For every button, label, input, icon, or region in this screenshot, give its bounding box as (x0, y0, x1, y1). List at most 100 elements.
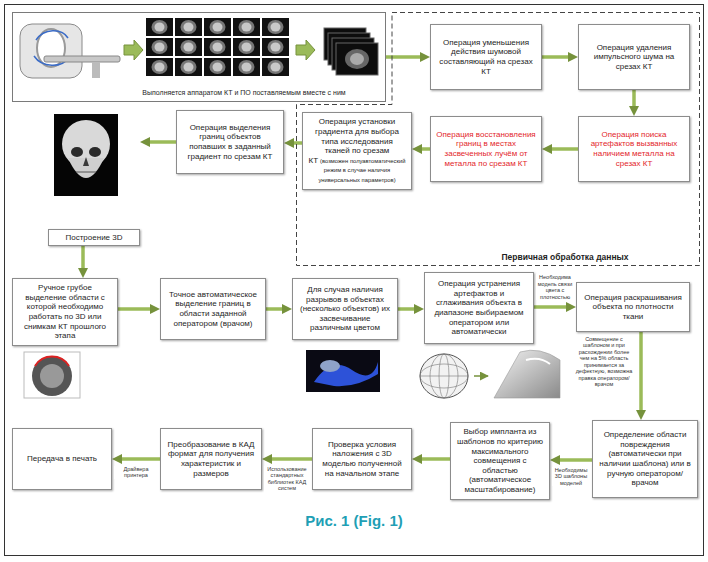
edge-label: Необходимы 3D шаблоны моделей (552, 467, 590, 486)
edge-label: Драйвера принтера (114, 466, 158, 479)
mesh-image (420, 354, 468, 398)
region-selection-image (32, 356, 72, 396)
ct-scanner (20, 24, 82, 78)
flow-arrow (266, 307, 287, 311)
skull-render (68, 158, 104, 178)
skull-render (83, 157, 89, 166)
mesh-image (420, 364, 468, 388)
process-box: Проверка условия наложения с 3D моделью … (312, 428, 412, 490)
box-content: Операция устранения артефактов и сглажив… (430, 279, 528, 337)
process-box: Операция уменьшения действия шумовой сос… (430, 24, 542, 90)
block-arrow (296, 40, 315, 60)
skull-render (54, 114, 118, 196)
edge-label-holder: Необходима модель связи цвета с плотност… (536, 274, 574, 300)
box-text: Преобразование в КАД формат для получени… (166, 440, 256, 478)
figure-frame (5, 5, 704, 556)
region-selection-image (35, 357, 69, 366)
skull-render (71, 147, 83, 157)
process-box: Точное автоматическое выделение границ в… (160, 278, 266, 340)
box-content: Выбор импланта из шаблонов по критерию м… (456, 427, 544, 494)
smoothed-object-image (494, 350, 560, 398)
flow-arrow (639, 332, 643, 415)
mesh-image (420, 376, 468, 377)
skull-render (62, 120, 110, 168)
process-box: Операция удаления импульсного шума на ср… (578, 24, 690, 90)
flow-arrow (289, 141, 302, 145)
coloured-objects-image (320, 360, 340, 372)
coloured-objects-image (306, 350, 380, 392)
box-content: Проверка условия наложения с 3D моделью … (318, 440, 406, 478)
box-content: Преобразование в КАД формат для получени… (166, 440, 256, 478)
process-box: Определение области повреждения (автомат… (592, 420, 698, 498)
process-box: Операция восстановления границ в местах … (430, 116, 542, 182)
box-content: Операция восстановления границ в местах … (436, 130, 536, 168)
process-box: Операция устранения артефактов и сглажив… (424, 272, 534, 344)
process-box: Операция раскрашивания объекта по плотно… (576, 282, 690, 332)
scanner-panel: Выполняется аппаратом КТ и ПО поставляем… (12, 12, 386, 102)
edge-label: Необходима модель связи цвета с плотност… (536, 274, 574, 300)
process-box: Операция поиска артефактов вызванных нал… (578, 116, 690, 182)
slice-stack (336, 43, 378, 75)
flow-arrow (267, 457, 312, 461)
flow-arrow (547, 147, 578, 151)
flow-arrow (398, 307, 419, 311)
box-content: Для случая наличия разрывов в объектах (… (298, 285, 392, 333)
process-box: Операция установки градиента для выбора … (302, 112, 412, 190)
box-content: Определение области повреждения (автомат… (598, 430, 692, 488)
process-box: Операция выделения границ объектов попав… (176, 110, 284, 174)
box-content: Операция уменьшения действия шумовой сос… (436, 38, 536, 76)
box-text: Операция уменьшения действия шумовой сос… (436, 38, 536, 76)
flow-arrow (417, 457, 450, 461)
block-arrow (124, 40, 143, 60)
process-box: Передача в печать (12, 428, 112, 490)
flow-arrow (145, 140, 176, 144)
region-selection-image (40, 364, 64, 388)
ct-scanner (44, 56, 120, 62)
box-text: Проверка условия наложения с 3D моделью … (318, 440, 406, 478)
edge-label-holder: Необходимы 3D шаблоны моделей (552, 467, 590, 486)
process-box: Для случая наличия разрывов в объектах (… (292, 278, 398, 340)
ct-slices (146, 18, 291, 78)
render-figure: Построение 3D (48, 108, 140, 246)
process-box: Выбор импланта из шаблонов по критерию м… (450, 422, 550, 500)
flow-arrow (632, 90, 636, 111)
smoothed-object-image (494, 350, 560, 398)
process-box: Ручное грубое выделение области с которо… (12, 278, 118, 346)
box-content: Операция поиска артефактов вызванных нал… (584, 130, 684, 168)
coloured-objects-image (306, 350, 380, 392)
box-content: Операция установки градиента для выбора … (308, 117, 406, 184)
mesh-image (420, 354, 468, 398)
edge-label: Использование стандартных библиотек КАД … (264, 466, 310, 492)
box-text: (возможен полуавтоматический режим в слу… (318, 158, 405, 183)
flow-arrow (81, 246, 85, 273)
skull-render (76, 172, 96, 173)
box-text: Операция поиска артефактов вызванных нал… (584, 130, 684, 168)
box-content: Передача в печать (18, 454, 106, 464)
box-text: Операция устранения артефактов и сглажив… (430, 279, 528, 337)
ct-scanner (92, 62, 100, 78)
box-text: Построение 3D (48, 229, 140, 246)
skull-render (89, 147, 101, 157)
region-heading: Первичная обработка данных (430, 252, 700, 262)
edge-label-holder: Драйвера принтера (114, 466, 158, 479)
dashed-region: Первичная обработка данных Операция умень… (296, 12, 700, 266)
ct-scanner (20, 24, 120, 78)
figure-caption: Рис. 1 (Fig. 1) (305, 512, 403, 529)
box-text: Выполняется аппаратом КТ и ПО поставляем… (142, 89, 345, 96)
flow-arrow (117, 457, 160, 461)
box-content: Операция раскрашивания объекта по плотно… (582, 293, 684, 322)
caption-holder: Рис. 1 (Fig. 1) (0, 512, 708, 530)
box-text: Определение области повреждения (автомат… (598, 430, 692, 488)
box-text: Операция выделения границ объектов попав… (182, 123, 278, 161)
slice-stack (345, 49, 369, 69)
process-box: Преобразование в КАД формат для получени… (160, 428, 262, 490)
edge-label: Совмещение с шаблоном и при расхождении … (575, 336, 633, 388)
flow-arrow (118, 307, 155, 311)
box-text: Передача в печать (18, 454, 106, 464)
smoothed-object-image (526, 359, 550, 364)
region-outline (297, 13, 700, 266)
box-content: Операция выделения границ объектов попав… (182, 123, 278, 161)
box-text: Выбор импланта из шаблонов по критерию м… (456, 427, 544, 494)
